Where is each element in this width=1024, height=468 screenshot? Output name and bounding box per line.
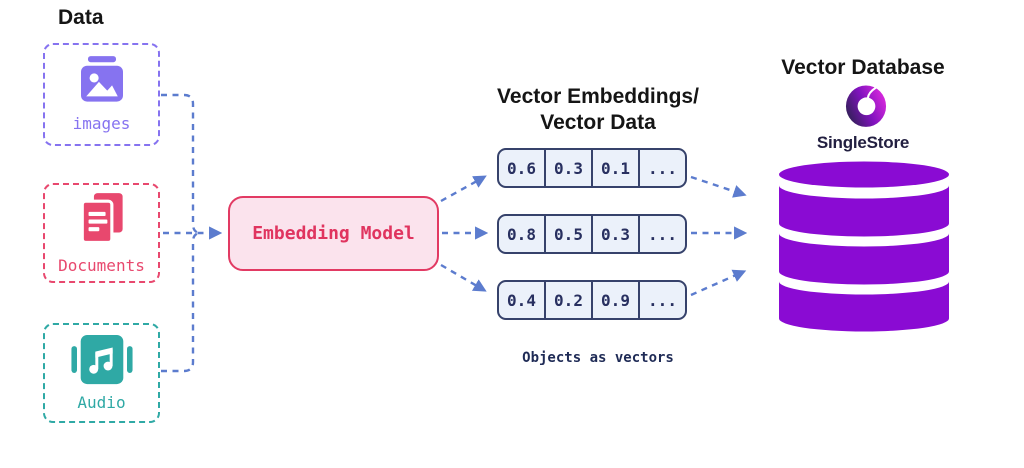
- connector-audio-to-merge: [161, 231, 202, 373]
- vector-row-3: 0.4 0.2 0.9 ...: [497, 280, 687, 320]
- vector-cell: 0.9: [593, 282, 640, 318]
- singlestore-logo-icon: [845, 84, 887, 128]
- connector-embedding-to-vector1: [440, 175, 487, 203]
- vector-cell: 0.8: [499, 216, 546, 252]
- vector-cell: 0.3: [546, 150, 593, 186]
- vector-cell: 0.6: [499, 150, 546, 186]
- embedding-model-label: Embedding Model: [252, 223, 415, 244]
- data-section-title: Data: [58, 6, 104, 29]
- vector-cell: ...: [648, 224, 677, 244]
- vector-cell: 0.2: [546, 282, 593, 318]
- images-label: images: [72, 114, 131, 133]
- vector-cell: 0.4: [499, 282, 546, 318]
- database-cylinder-icon: [779, 161, 949, 334]
- embeddings-title-line1: Vector Embeddings/: [497, 85, 699, 108]
- connector-embedding-to-vector3: [440, 263, 487, 292]
- vector-cell: 0.1: [593, 150, 640, 186]
- audio-source-box: Audio: [43, 323, 160, 423]
- images-source-box: images: [43, 43, 160, 146]
- connector-vector3-to-db: [690, 269, 747, 297]
- embeddings-title-line2: Vector Data: [540, 111, 656, 134]
- vector-cell: ...: [648, 158, 677, 178]
- vector-cell: 0.5: [546, 216, 593, 252]
- image-icon: [74, 56, 130, 106]
- connector-images-to-merge: [161, 93, 202, 235]
- connector-vector1-to-db: [690, 175, 747, 198]
- singlestore-wordmark: SingleStore: [816, 133, 910, 152]
- vector-cell: 0.3: [593, 216, 640, 252]
- embedding-model-box: Embedding Model: [228, 196, 439, 271]
- objects-as-vectors-caption: Objects as vectors: [522, 350, 674, 366]
- vector-cell: ...: [648, 290, 677, 310]
- documents-label: Documents: [58, 255, 145, 275]
- documents-source-box: Documents: [43, 183, 160, 283]
- embeddings-title: Vector Embeddings/ Vector Data: [460, 84, 736, 136]
- audio-label: Audio: [77, 392, 126, 412]
- vector-row-2: 0.8 0.5 0.3 ...: [497, 214, 687, 254]
- vector-database-title: Vector Database: [781, 56, 945, 79]
- documents-icon: [76, 192, 128, 248]
- vector-row-1: 0.6 0.3 0.1 ...: [497, 148, 687, 188]
- audio-icon: [70, 334, 133, 385]
